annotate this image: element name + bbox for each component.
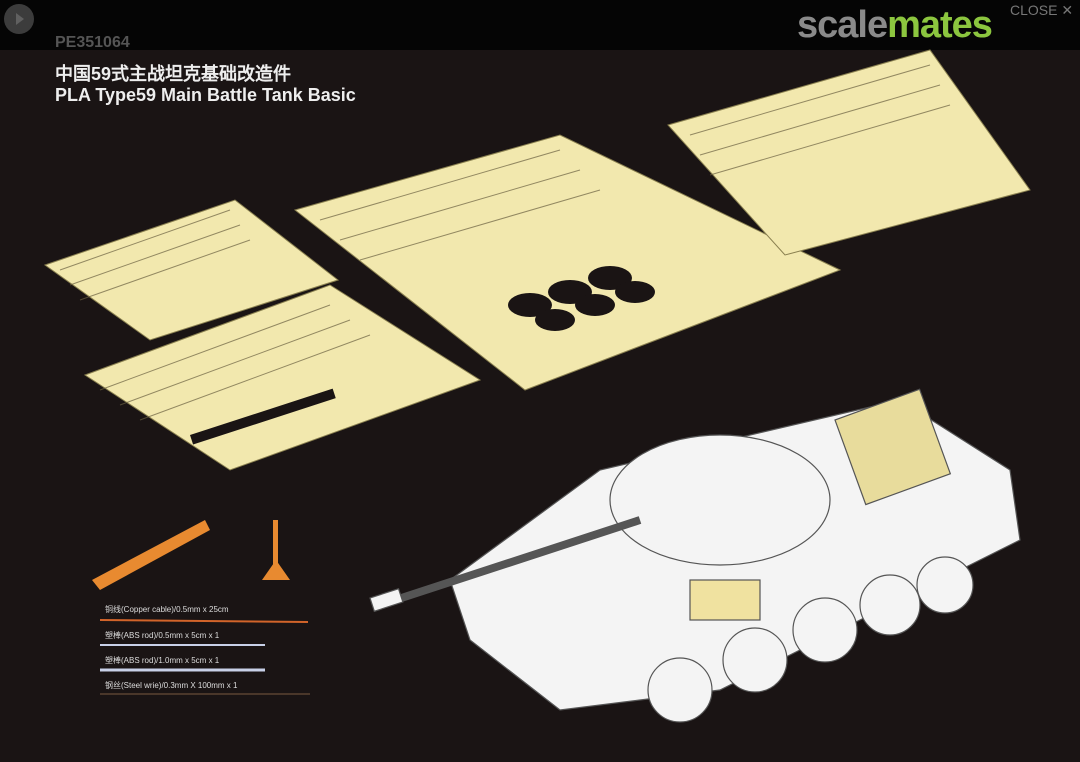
pe-fret-3 bbox=[293, 134, 842, 391]
material-steel-wire: 钢丝(Steel wrie)/0.3mm X 100mm x 1 bbox=[105, 681, 238, 690]
logo-part-mates: mates bbox=[887, 4, 993, 46]
tank-model bbox=[369, 388, 1021, 723]
close-label: CLOSE bbox=[1010, 2, 1058, 18]
product-code: PE351064 bbox=[55, 34, 130, 51]
title-chinese: 中国59式主战坦克基础改造件 bbox=[55, 64, 292, 84]
scalemates-logo[interactable]: scalemates bbox=[797, 4, 993, 47]
logo-part-scale: scale bbox=[797, 4, 888, 46]
top-bar bbox=[0, 0, 1080, 50]
pe-fret-1 bbox=[43, 199, 340, 341]
pe-fret-2 bbox=[83, 284, 482, 471]
pe-fret-4 bbox=[667, 49, 1031, 256]
close-icon: ✕ bbox=[1061, 2, 1074, 18]
copper-cable bbox=[99, 619, 309, 623]
material-copper-cable: 铜线(Copper cable)/0.5mm x 25cm bbox=[105, 605, 229, 614]
material-abs-rod-05: 塑棒(ABS rod)/0.5mm x 5cm x 1 bbox=[105, 631, 220, 640]
material-abs-rod-10: 塑棒(ABS rod)/1.0mm x 5cm x 1 bbox=[105, 656, 220, 665]
close-button[interactable]: CLOSE ✕ bbox=[1010, 2, 1073, 19]
play-icon[interactable] bbox=[4, 4, 34, 34]
title-english: PLA Type59 Main Battle Tank Basic bbox=[55, 85, 356, 105]
resin-parts bbox=[92, 520, 290, 590]
